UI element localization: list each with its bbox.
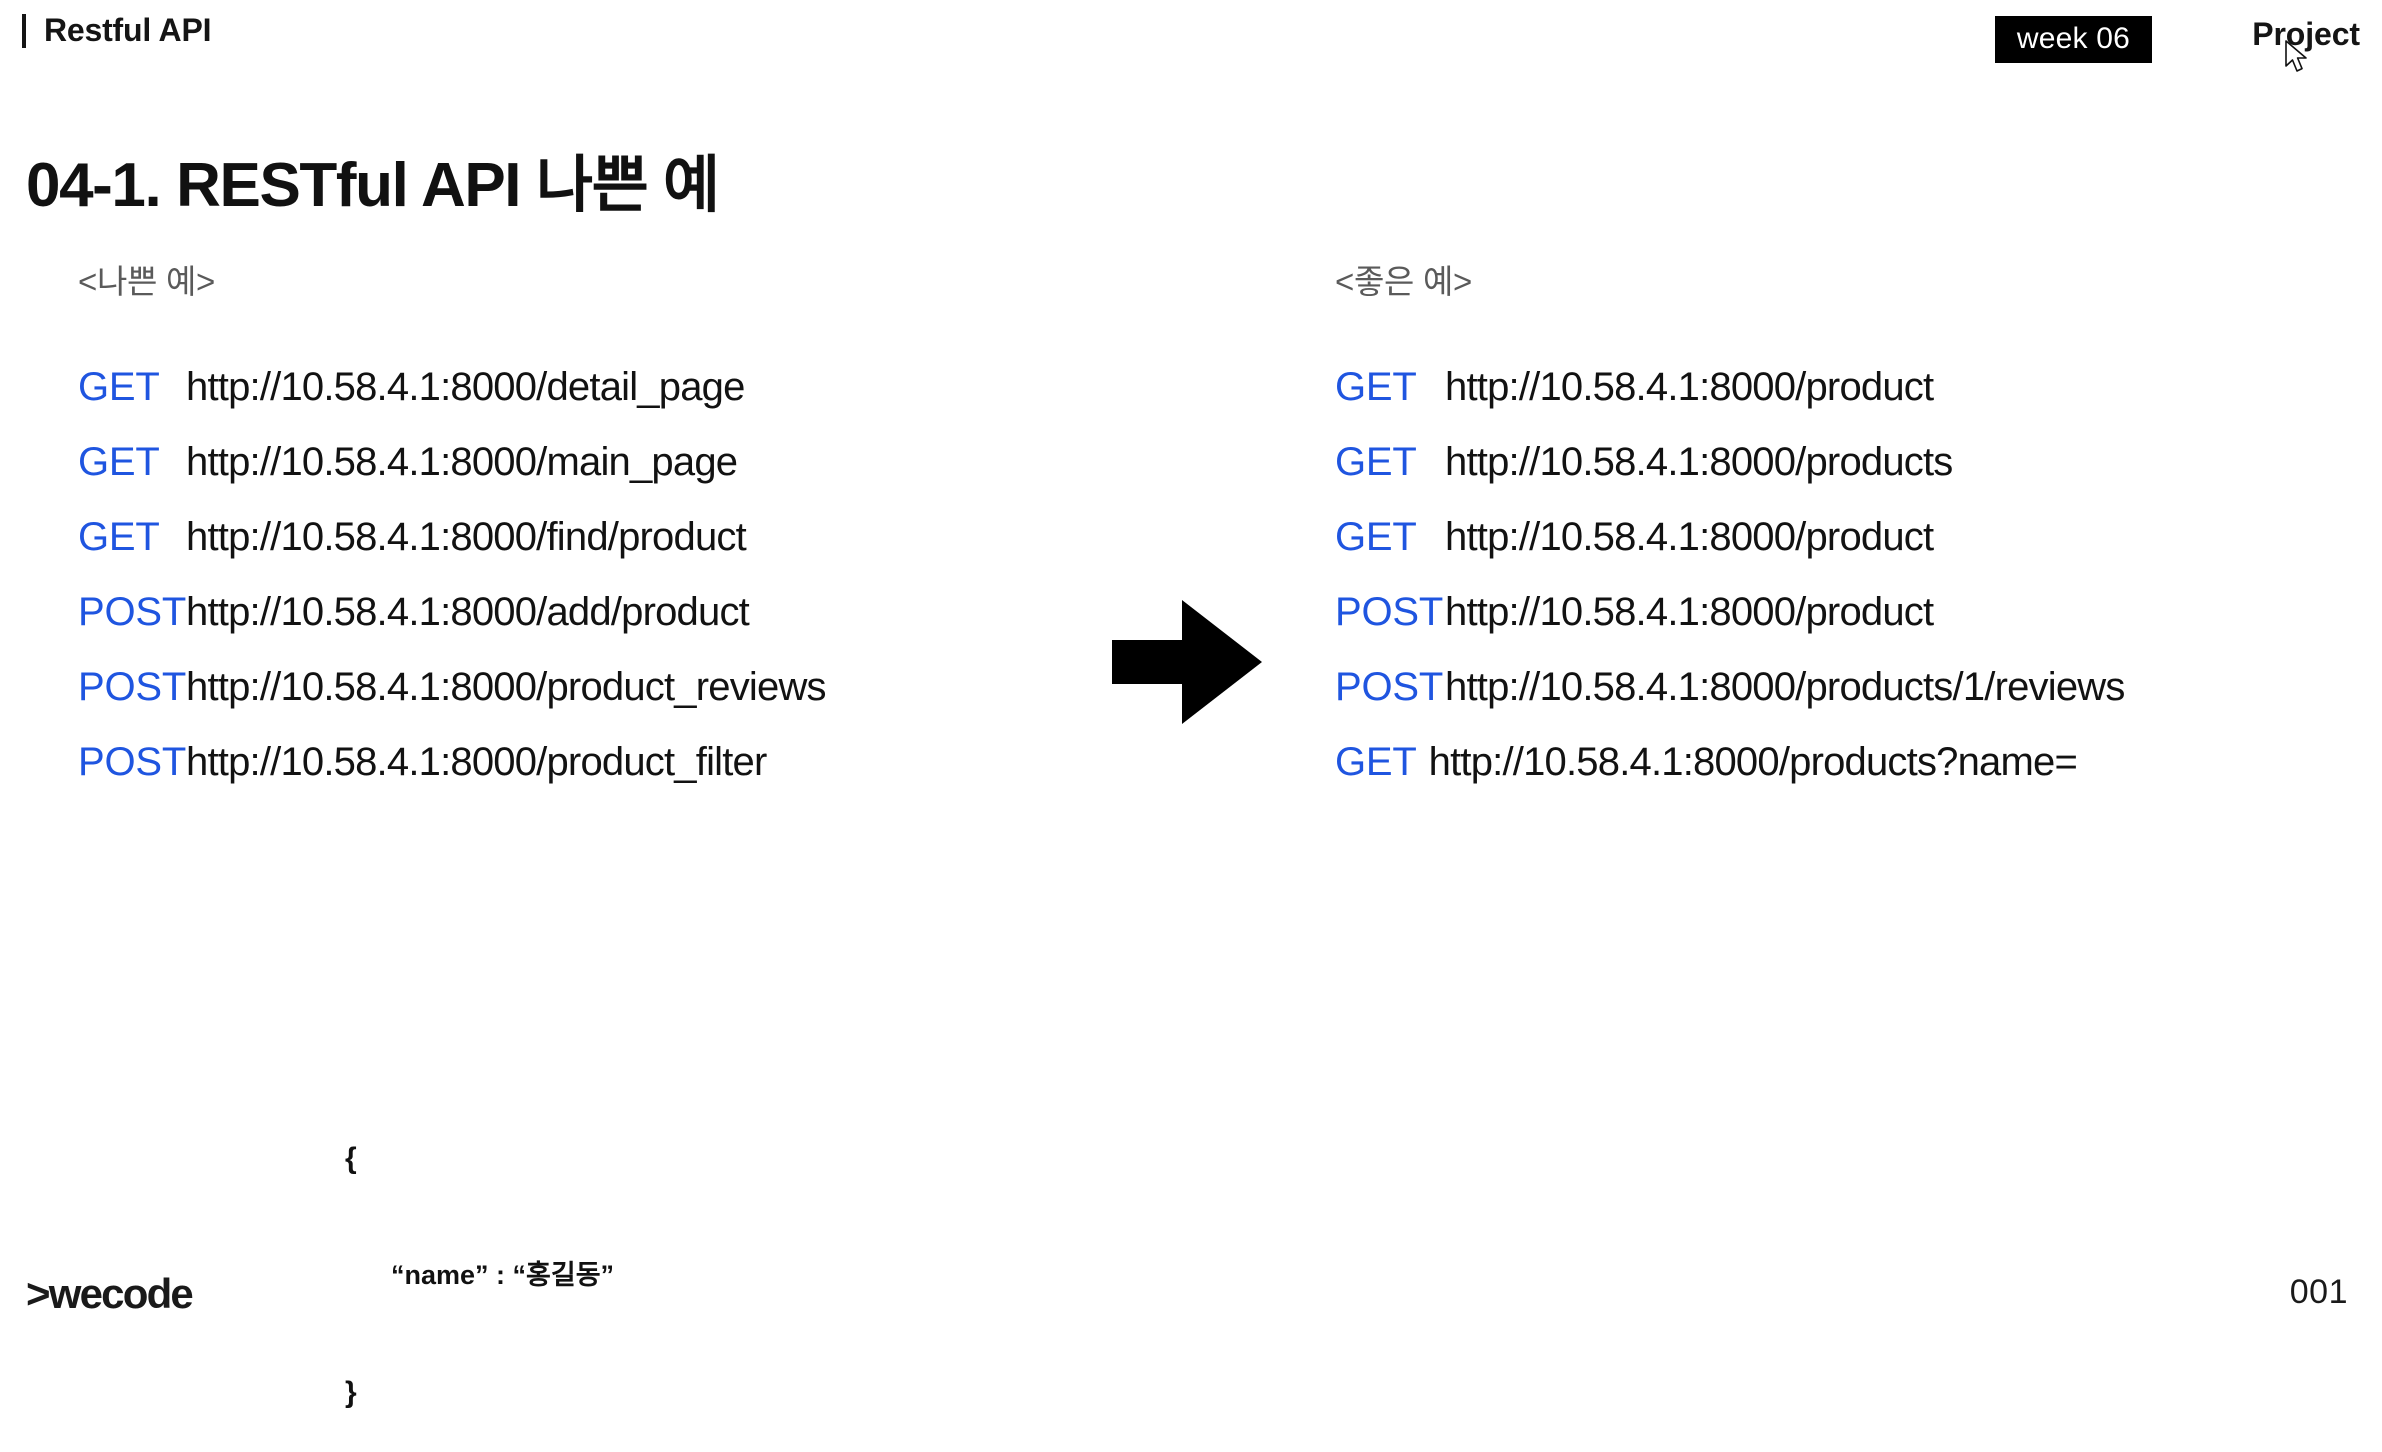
json-key-value: “name” : “홍길동”: [391, 1259, 615, 1290]
api-row: GET http://10.58.4.1:8000/detail_page: [78, 365, 1078, 410]
page-number: 001: [2289, 1273, 2348, 1311]
endpoint-url: http://10.58.4.1:8000/products: [1445, 440, 1953, 484]
endpoint-url: http://10.58.4.1:8000/product: [1445, 590, 1934, 634]
good-examples-caption: <좋은 예>: [1335, 263, 1472, 300]
http-method: POST: [78, 740, 187, 784]
api-row: POST http://10.58.4.1:8000/add/product: [78, 590, 1078, 635]
json-close-brace: }: [345, 1375, 357, 1409]
project-label: Project: [2252, 16, 2360, 52]
endpoint-url: http://10.58.4.1:8000/product_reviews: [186, 665, 827, 709]
http-method: GET: [1335, 440, 1417, 484]
endpoint-url: http://10.58.4.1:8000/product: [1445, 365, 1934, 409]
api-row: GET http://10.58.4.1:8000/products?name=: [1335, 740, 2382, 785]
endpoint-url: http://10.58.4.1:8000/detail_page: [186, 365, 745, 409]
http-method: GET: [78, 365, 160, 409]
http-method: POST: [1335, 665, 1444, 709]
endpoint-url: http://10.58.4.1:8000/main_page: [186, 440, 738, 484]
api-row: POST http://10.58.4.1:8000/product: [1335, 590, 2382, 635]
good-examples-column: <좋은 예> GET http://10.58.4.1:8000/product…: [1335, 255, 2382, 815]
http-method: POST: [78, 590, 187, 634]
header-kicker: Restful API: [22, 12, 212, 49]
api-row: GET http://10.58.4.1:8000/find/product: [78, 515, 1078, 560]
api-row: GET http://10.58.4.1:8000/product: [1335, 365, 2382, 410]
api-row: GET http://10.58.4.1:8000/products: [1335, 440, 2382, 485]
bad-examples-caption: <나쁜 예>: [78, 263, 215, 300]
endpoint-url: http://10.58.4.1:8000/product_filter: [186, 740, 767, 784]
api-row: POST http://10.58.4.1:8000/product_filte…: [78, 740, 1078, 785]
json-body-snippet: { “name” : “홍길동” }: [345, 1060, 614, 1452]
api-row: POST http://10.58.4.1:8000/product_revie…: [78, 665, 1078, 710]
http-method: POST: [1335, 590, 1444, 634]
endpoint-url: http://10.58.4.1:8000/products?name=: [1428, 740, 2078, 784]
page-title: 04-1. RESTful API 나쁜 예: [26, 150, 720, 220]
http-method: GET: [1335, 365, 1417, 409]
slide-header: Restful API week 06 Project: [0, 0, 2382, 86]
endpoint-url: http://10.58.4.1:8000/add/product: [186, 590, 750, 634]
http-method: GET: [1335, 515, 1417, 559]
api-row: GET http://10.58.4.1:8000/product: [1335, 515, 2382, 560]
endpoint-url: http://10.58.4.1:8000/find/product: [186, 515, 747, 559]
http-method: GET: [78, 515, 160, 559]
status-badge: week 06: [1994, 16, 2152, 63]
bad-examples-column: <나쁜 예> GET http://10.58.4.1:8000/detail_…: [78, 255, 1078, 815]
kicker-rule-icon: [22, 13, 26, 48]
endpoint-url: http://10.58.4.1:8000/products/1/reviews: [1445, 665, 2125, 709]
api-row: POST http://10.58.4.1:8000/products/1/re…: [1335, 665, 2382, 710]
http-method: GET: [78, 440, 160, 484]
right-arrow-icon: [1112, 600, 1262, 724]
http-method: GET: [1335, 740, 1417, 784]
api-row: GET http://10.58.4.1:8000/main_page: [78, 440, 1078, 485]
wecode-logo: >wecode: [26, 1270, 194, 1317]
http-method: POST: [78, 665, 187, 709]
header-kicker-label: Restful API: [44, 12, 212, 48]
endpoint-url: http://10.58.4.1:8000/product: [1445, 515, 1934, 559]
json-open-brace: {: [345, 1142, 357, 1176]
